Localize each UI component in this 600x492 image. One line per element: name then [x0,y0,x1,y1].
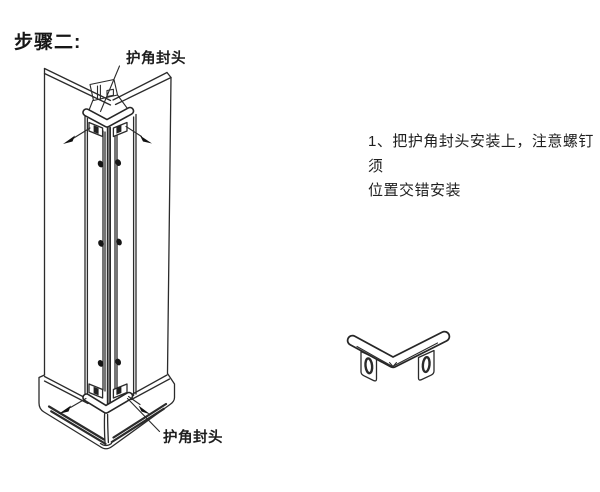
cap-tab-left [360,350,378,382]
top-corner-cap [82,106,135,128]
screw-holes [97,159,122,367]
bottom-cap-callout-label: 护角封头 [163,430,223,446]
instruction-line-1: 1、把护角封头安装上，注意螺钉须 [368,133,594,175]
corner-post [84,113,137,409]
top-cap-leader-line [99,65,121,113]
base-skirting [38,372,176,450]
bottom-cap-leader-line [126,397,161,433]
corner-post-assembly [38,65,176,450]
step-title: 步骤二: [14,32,82,53]
screw-arrows [58,125,152,415]
screw-arrow-bottom-left [58,397,87,414]
bottom-corner-cap [82,391,134,414]
screw-arrow-bottom-right [127,395,151,415]
instruction-text: 1、把护角封头安装上，注意螺钉须 位置交错安装 [368,130,600,204]
cap-tab-right [417,349,435,381]
screw-arrow-top-left [63,127,91,144]
top-cap-callout-label: 护角封头 [126,51,186,67]
cap-body [346,330,451,369]
top-cap-tabs [88,121,128,138]
instruction-line-2: 位置交错安装 [368,182,462,199]
leader-lines [99,65,161,433]
skirting-grooves [47,402,168,445]
right-panel [112,71,172,374]
bottom-cap-tabs [88,383,128,399]
left-panel [43,67,112,376]
corner-cap-part-detail [346,330,451,382]
screw-arrow-top-right [125,125,152,144]
